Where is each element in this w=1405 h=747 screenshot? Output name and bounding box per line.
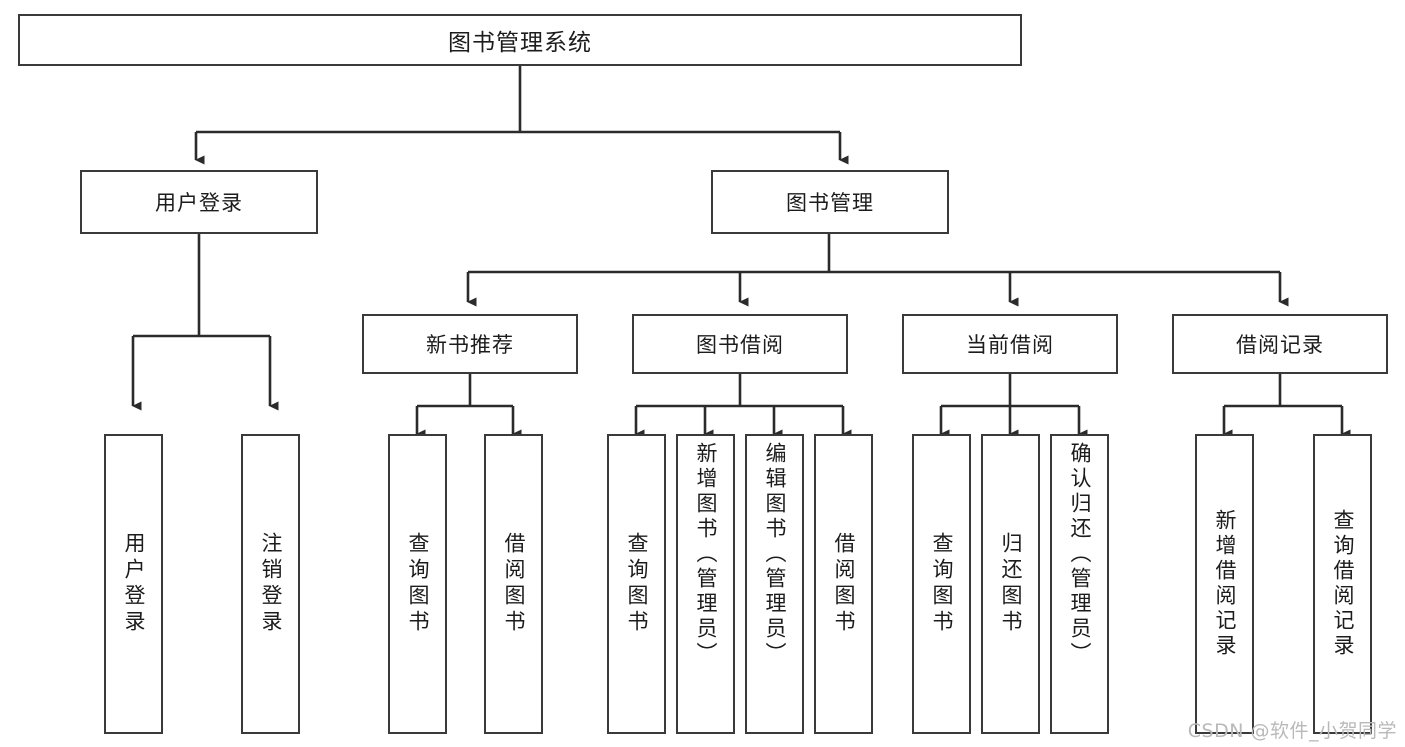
node-leaf-query-book-2-label: 查询图书 — [625, 532, 649, 636]
node-leaf-confirm-return-label: 确认归还（管理员） — [1068, 442, 1092, 667]
node-leaf-borrow-book-2[interactable]: 借阅图书 — [814, 434, 873, 734]
node-book-borrow[interactable]: 图书借阅 — [632, 314, 848, 374]
node-leaf-edit-book-label: 编辑图书（管理员） — [763, 442, 787, 667]
node-leaf-return-book-label: 归还图书 — [999, 532, 1023, 636]
node-current-borrow-label: 当前借阅 — [966, 333, 1054, 357]
node-leaf-user-login-label: 用户登录 — [122, 532, 146, 636]
node-leaf-query-book-3[interactable]: 查询图书 — [912, 434, 971, 734]
node-user-login[interactable]: 用户登录 — [80, 170, 318, 234]
node-leaf-query-book-1[interactable]: 查询图书 — [388, 434, 447, 734]
node-leaf-user-logout[interactable]: 注销登录 — [241, 434, 300, 734]
node-borrow-record[interactable]: 借阅记录 — [1172, 314, 1388, 374]
node-book-manage[interactable]: 图书管理 — [711, 170, 949, 234]
node-root[interactable]: 图书管理系统 — [18, 14, 1022, 66]
watermark-text: CSDN @软件_小贺同学 — [1187, 720, 1397, 742]
node-leaf-query-book-2[interactable]: 查询图书 — [607, 434, 666, 734]
node-leaf-borrow-book-1-label: 借阅图书 — [502, 532, 526, 636]
node-leaf-borrow-book-1[interactable]: 借阅图书 — [484, 434, 543, 734]
node-leaf-borrow-book-2-label: 借阅图书 — [832, 532, 856, 636]
node-leaf-user-login[interactable]: 用户登录 — [104, 434, 163, 734]
node-root-label: 图书管理系统 — [448, 30, 592, 56]
node-leaf-add-book-label: 新增图书（管理员） — [694, 442, 718, 667]
node-borrow-record-label: 借阅记录 — [1236, 333, 1324, 357]
node-leaf-query-record-label: 查询借阅记录 — [1331, 509, 1355, 659]
node-book-manage-label: 图书管理 — [786, 191, 874, 215]
node-new-book-recommend[interactable]: 新书推荐 — [362, 314, 578, 374]
node-leaf-confirm-return[interactable]: 确认归还（管理员） — [1050, 434, 1109, 734]
node-leaf-add-record-label: 新增借阅记录 — [1213, 509, 1237, 659]
node-leaf-add-record[interactable]: 新增借阅记录 — [1195, 434, 1254, 734]
node-book-borrow-label: 图书借阅 — [696, 333, 784, 357]
node-leaf-edit-book[interactable]: 编辑图书（管理员） — [745, 434, 804, 734]
node-leaf-query-book-1-label: 查询图书 — [406, 532, 430, 636]
node-leaf-query-book-3-label: 查询图书 — [930, 532, 954, 636]
node-current-borrow[interactable]: 当前借阅 — [902, 314, 1118, 374]
node-leaf-add-book[interactable]: 新增图书（管理员） — [676, 434, 735, 734]
node-leaf-query-record[interactable]: 查询借阅记录 — [1313, 434, 1372, 734]
node-user-login-label: 用户登录 — [155, 191, 243, 215]
node-leaf-user-logout-label: 注销登录 — [259, 532, 283, 636]
node-new-book-recommend-label: 新书推荐 — [426, 333, 514, 357]
node-leaf-return-book[interactable]: 归还图书 — [981, 434, 1040, 734]
